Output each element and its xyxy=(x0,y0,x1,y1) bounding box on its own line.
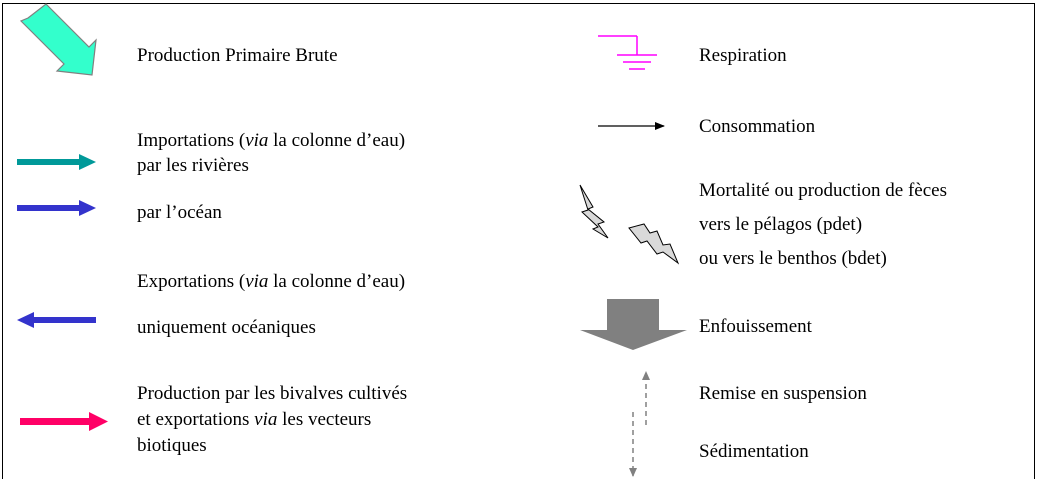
label-mortalite-line2: vers le pélagos (pdet) xyxy=(699,214,863,235)
bivalve-arrow-icon xyxy=(20,412,108,431)
label-production-primaire: Production Primaire Brute xyxy=(137,45,338,66)
label-bivalves-line1: Production par les bivalves cultivés xyxy=(137,383,408,404)
ocean-import-arrow-icon xyxy=(17,200,96,216)
label-importations-title: Importations (via la colonne d’eau) xyxy=(137,130,406,151)
river-import-arrow-icon xyxy=(17,154,96,170)
burial-arrow-icon xyxy=(580,299,687,350)
lightning-pelagos-icon xyxy=(579,184,609,239)
ocean-export-arrow-icon xyxy=(17,312,96,328)
lightning-benthos-icon xyxy=(628,223,680,265)
label-exportations-title: Exportations (via la colonne d’eau) xyxy=(137,271,406,292)
label-importations-ocean: par l’océan xyxy=(137,202,222,223)
label-consommation: Consommation xyxy=(699,116,816,137)
label-mortalite-line3: ou vers le benthos (bdet) xyxy=(699,248,887,269)
label-bivalves-line2: et exportations via les vecteurs xyxy=(137,409,372,430)
label-importations-rivieres: par les rivières xyxy=(137,155,249,176)
label-bivalves-line3: biotiques xyxy=(137,435,207,456)
label-respiration: Respiration xyxy=(699,45,787,66)
legend-frame xyxy=(2,3,1035,479)
label-enfouissement: Enfouissement xyxy=(699,316,812,337)
label-sedimentation: Sédimentation xyxy=(699,441,809,462)
label-exportations-oceaniques: uniquement océaniques xyxy=(137,317,316,338)
production-primaire-arrow-icon xyxy=(19,3,97,76)
label-remise-en-suspension: Remise en suspension xyxy=(699,383,867,404)
respiration-ground-icon xyxy=(598,35,657,70)
label-mortalite-line1: Mortalité ou production de fèces xyxy=(699,180,947,201)
